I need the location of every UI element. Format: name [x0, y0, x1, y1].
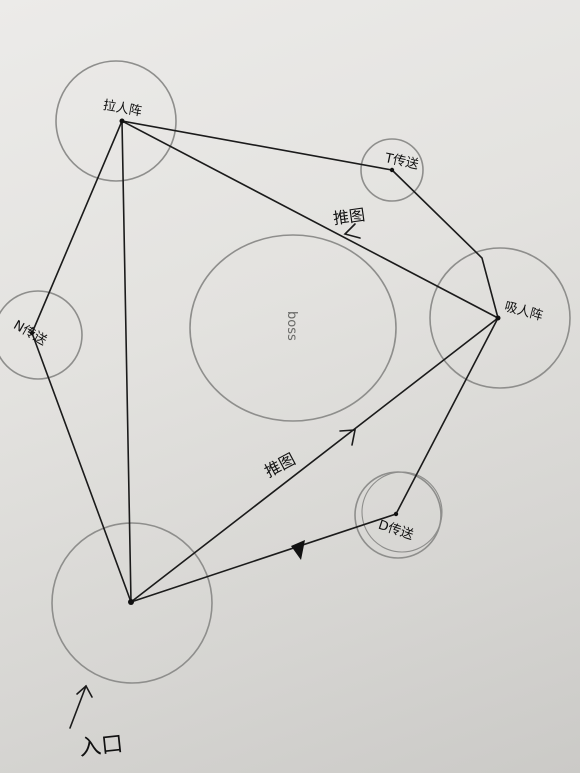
edge-pull-to-t-teleport	[121, 120, 393, 171]
arrow-head-upper-push	[343, 223, 361, 239]
d-teleport-circle	[354, 471, 442, 559]
label-n-teleport: N传送	[11, 318, 49, 349]
pull-area-circle	[55, 60, 177, 182]
n-teleport-circle	[0, 290, 83, 380]
node-n-teleport	[29, 330, 35, 336]
node-t-teleport	[389, 167, 395, 173]
t-teleport-circle	[360, 138, 424, 202]
boss-circle	[189, 234, 397, 422]
label-boss: boss	[284, 311, 299, 341]
suck-area-circle	[429, 247, 571, 389]
entrance-circle	[51, 522, 213, 684]
node-pull	[119, 118, 125, 124]
edge-t-teleport-to-suck	[391, 169, 499, 319]
edge-entrance-to-pull	[121, 120, 132, 603]
node-suck	[495, 315, 501, 321]
node-d-teleport	[393, 511, 399, 517]
label-suck: 吸人阵	[503, 300, 545, 325]
entrance-arrow-head	[76, 684, 93, 698]
entrance-arrow-shaft	[69, 685, 87, 729]
edge-pull-to-n-teleport	[31, 120, 123, 334]
label-t-teleport: T传送	[383, 151, 420, 173]
d-teleport-circle-outer-stroke	[361, 471, 443, 553]
label-push-upper: 推图	[332, 205, 366, 228]
label-pull: 拉人阵	[102, 98, 143, 120]
edge-n-teleport-to-entrance	[31, 332, 132, 603]
label-d-teleport: D传送	[376, 518, 415, 543]
edge-entrance-to-d-teleport	[130, 513, 397, 603]
label-entrance: 入口	[78, 732, 124, 761]
edge-d-teleport-to-suck	[395, 317, 499, 515]
arrow-mark-lower-edge	[291, 540, 305, 560]
arrow-head-lower-push	[339, 429, 356, 446]
edge-suck-to-pull	[121, 120, 499, 319]
edge-entrance-to-suck	[130, 317, 499, 603]
node-entrance	[128, 599, 134, 605]
